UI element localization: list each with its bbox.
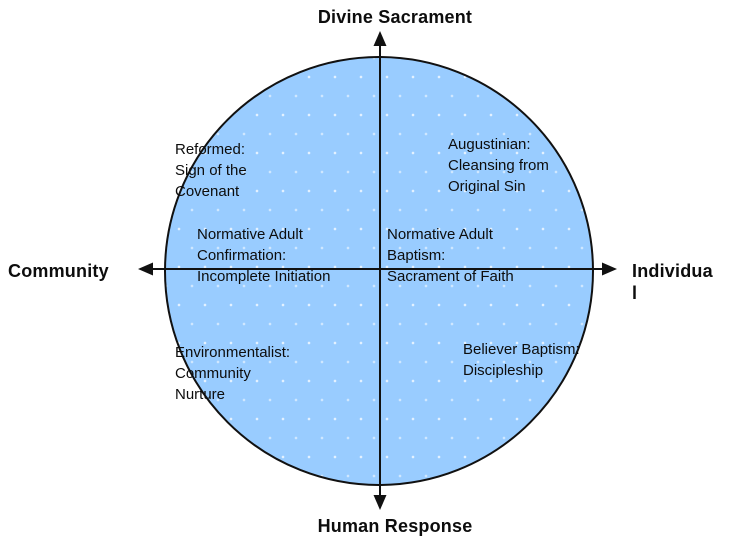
down-arrow-icon bbox=[373, 495, 387, 510]
vertical-axis bbox=[373, 31, 387, 510]
quadrant-label-augustinian: Augustinian: Cleansing from Original Sin bbox=[448, 136, 549, 195]
quadrant-label-reformed: Reformed: Sign of the Covenant bbox=[175, 141, 247, 200]
up-arrow-icon bbox=[373, 31, 387, 46]
axis-label-community: Community bbox=[8, 261, 109, 281]
axis-label-divine-sacrament: Divine Sacrament bbox=[317, 7, 473, 27]
quadrant-label-believer-baptism: Believer Baptism: Discipleship bbox=[463, 341, 580, 379]
right-arrow-icon bbox=[602, 262, 617, 276]
axis-label-individual: Individua l bbox=[632, 261, 713, 303]
quadrant-label-normative-adult-baptism: Normative Adult Baptism: Sacrament of Fa… bbox=[387, 226, 514, 285]
quadrant-label-normative-adult-confirmation: Normative Adult Confirmation: Incomplete… bbox=[197, 226, 331, 285]
axis-label-human-response: Human Response bbox=[317, 516, 473, 536]
quadrant-label-environmentalist: Environmentalist: Community Nurture bbox=[175, 344, 291, 403]
horizontal-axis bbox=[138, 262, 617, 276]
left-arrow-icon bbox=[138, 262, 153, 276]
